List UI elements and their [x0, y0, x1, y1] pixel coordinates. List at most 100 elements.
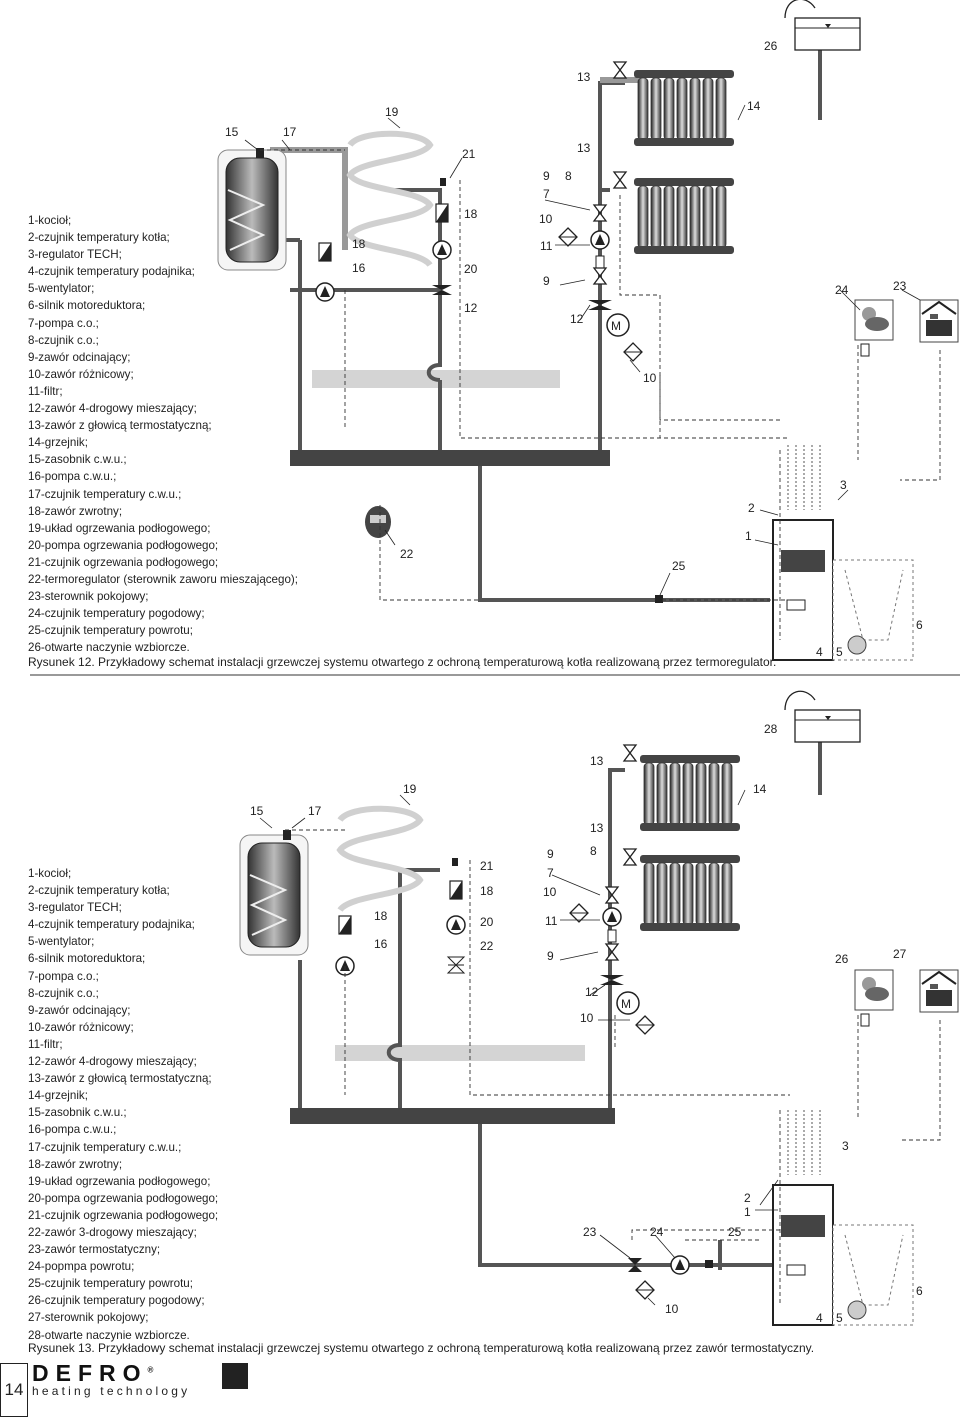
legend-item: 16-pompa c.w.u.; [28, 470, 117, 484]
legend-item: 21-czujnik ogrzewania podłogowego; [28, 1208, 219, 1222]
legend-item: 26-otwarte naczynie wzbiorcze. [28, 641, 190, 655]
legend-item: 22-termoregulator (sterownik zaworu mies… [28, 572, 298, 586]
fig2-n10a: 10 [543, 885, 557, 899]
legend-item: 17-czujnik temperatury c.w.u.; [28, 1140, 182, 1154]
fig2-n7: 7 [547, 866, 554, 880]
legend-item: 8-czujnik c.o.; [28, 986, 99, 1000]
fig2-n26: 26 [835, 952, 849, 966]
figure-2-diagram: M [239, 690, 959, 1326]
fig2-n19: 19 [403, 782, 417, 796]
fig1-n4: 4 [816, 645, 823, 659]
legend-item: 8-czujnik c.o.; [28, 333, 99, 347]
legend-item: 2-czujnik temperatury kotła; [28, 884, 170, 898]
legend-item: 23-sterownik pokojowy; [28, 590, 149, 604]
fig1-n8: 8 [565, 169, 572, 183]
fig2-n17: 17 [308, 804, 322, 818]
legend-item: 13-zawór z głowicą termostatyczną; [28, 1072, 212, 1086]
fig2-n9a: 9 [547, 847, 554, 861]
fig1-n18a: 18 [464, 207, 478, 221]
legend-item: 3-regulator TECH; [28, 248, 122, 262]
legend-item: 23-zawór termostatyczny; [28, 1243, 161, 1257]
figure-2-legend: 1-kocioł; 2-czujnik temperatury kotła; 3… [28, 865, 218, 1344]
fig2-n13a: 13 [590, 754, 604, 768]
fig1-n3: 3 [840, 478, 847, 492]
motor-label: M [611, 319, 621, 333]
fig1-n9a: 9 [543, 169, 550, 183]
legend-item: 3-regulator TECH; [28, 901, 122, 915]
fig2-n12: 12 [585, 985, 599, 999]
legend-item: 12-zawór 4-drogowy mieszający; [28, 1055, 197, 1069]
legend-item: 26-czujnik temperatury pogodowy; [28, 1294, 205, 1308]
fig2-n10b: 10 [580, 1011, 594, 1025]
legend-item: 24-czujnik temperatury pogodowy; [28, 607, 205, 621]
legend-item: 28-otwarte naczynie wzbiorcze. [28, 1328, 190, 1342]
legend-item: 17-czujnik temperatury c.w.u.; [28, 487, 182, 501]
fig2-n27: 27 [893, 947, 907, 961]
registered-mark: ® [147, 1365, 154, 1375]
legend-item: 21-czujnik ogrzewania podłogowego; [28, 555, 219, 569]
legend-item: 25-czujnik temperatury powrotu; [28, 624, 193, 638]
fig1-n18b: 18 [352, 237, 366, 251]
fig1-n1: 1 [745, 529, 752, 543]
logo-mark [222, 1363, 248, 1389]
fig2-n6: 6 [916, 1284, 923, 1298]
fig1-n9b: 9 [543, 274, 550, 288]
legend-item: 16-pompa c.w.u.; [28, 1123, 117, 1137]
legend-item: 10-zawór różnicowy; [28, 1020, 134, 1034]
legend-item: 25-czujnik temperatury powrotu; [28, 1277, 193, 1291]
legend-item: 7-pompa c.o.; [28, 316, 99, 330]
fig2-n22: 22 [480, 939, 494, 953]
legend-item: 15-zasobnik c.w.u.; [28, 453, 127, 467]
legend-item: 11-filtr; [28, 1037, 63, 1051]
fig2-n18a: 18 [480, 884, 494, 898]
legend-item: 9-zawór odcinający; [28, 350, 131, 364]
fig1-n10b: 10 [643, 371, 657, 385]
page-number: 14 [0, 1363, 28, 1417]
fig2-n25: 25 [728, 1225, 742, 1239]
fig1-n11: 11 [540, 239, 553, 253]
fig2-n10c: 10 [665, 1302, 679, 1316]
legend-item: 5-wentylator; [28, 282, 95, 296]
fig1-n20: 20 [464, 262, 478, 276]
fig1-n14: 14 [747, 99, 761, 113]
figure-1-caption: Rysunek 12. Przykładowy schemat instalac… [28, 655, 777, 669]
legend-item: 2-czujnik temperatury kotła; [28, 231, 170, 245]
fig2-n15: 15 [250, 804, 264, 818]
fig2-n13b: 13 [590, 821, 604, 835]
legend-item: 4-czujnik temperatury podajnika; [28, 918, 195, 932]
figure-1-diagram: M [217, 0, 959, 661]
fig2-n2: 2 [744, 1191, 751, 1205]
fig1-n7: 7 [543, 187, 550, 201]
fig2-n8: 8 [590, 844, 597, 858]
fig2-n28: 28 [764, 722, 778, 736]
fig1-n12a: 12 [464, 301, 478, 315]
fig1-n19: 19 [385, 105, 399, 119]
fig2-n24: 24 [650, 1225, 664, 1239]
fig2-n18b: 18 [374, 909, 388, 923]
brand-logo: DEFRO® heating technology [32, 1360, 190, 1398]
fig2-n20: 20 [480, 915, 494, 929]
legend-item: 27-sterownik pokojowy; [28, 1311, 149, 1325]
fig2-n11: 11 [545, 914, 558, 928]
legend-item: 9-zawór odcinający; [28, 1003, 131, 1017]
fig2-n14: 14 [753, 782, 767, 796]
legend-item: 14-grzejnik; [28, 436, 88, 450]
fig1-n13b: 13 [577, 141, 591, 155]
fig1-n6: 6 [916, 618, 923, 632]
legend-item: 15-zasobnik c.w.u.; [28, 1106, 127, 1120]
legend-item: 6-silnik motoreduktora; [28, 952, 146, 966]
fig1-n15: 15 [225, 125, 239, 139]
legend-item: 13-zawór z głowicą termostatyczną; [28, 419, 212, 433]
legend-item: 14-grzejnik; [28, 1089, 88, 1103]
fig1-n12b: 12 [570, 312, 584, 326]
legend-item: 7-pompa c.o.; [28, 969, 99, 983]
fig2-n4: 4 [816, 1311, 823, 1325]
fig2-n16: 16 [374, 937, 388, 951]
legend-item: 4-czujnik temperatury podajnika; [28, 265, 195, 279]
brand-tagline: heating technology [32, 1384, 191, 1398]
legend-item: 20-pompa ogrzewania podłogowego; [28, 538, 219, 552]
fig1-n22: 22 [400, 547, 414, 561]
legend-item: 19-układ ogrzewania podłogowego; [28, 521, 211, 535]
legend-item: 22-zawór 3-drogowy mieszający; [28, 1225, 197, 1239]
